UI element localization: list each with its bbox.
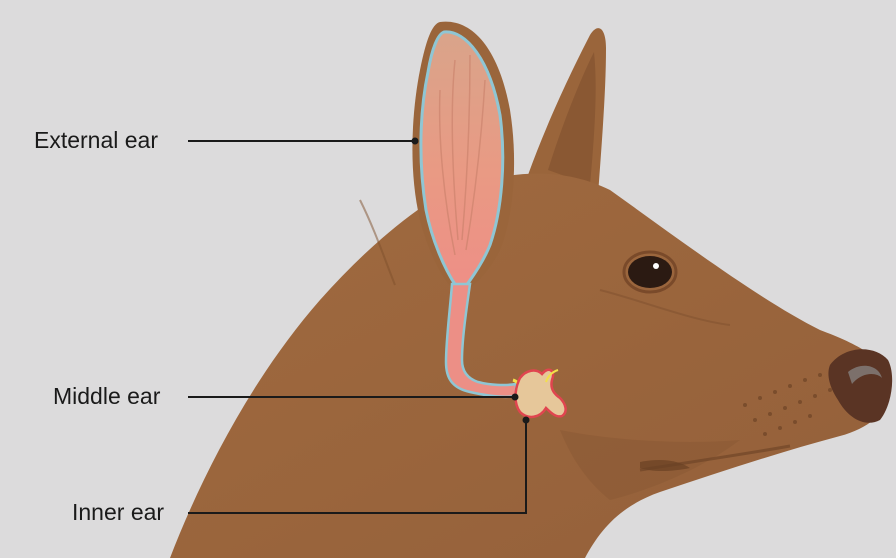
inner-ear-dot <box>523 417 530 424</box>
eye <box>628 256 672 288</box>
external-ear-label: External ear <box>34 129 158 152</box>
middle-ear-dot <box>512 394 519 401</box>
eye-highlight <box>653 263 659 269</box>
middle-ear-label: Middle ear <box>53 385 160 408</box>
inner-ear-label: Inner ear <box>72 501 164 524</box>
external-ear-dot <box>412 138 419 145</box>
